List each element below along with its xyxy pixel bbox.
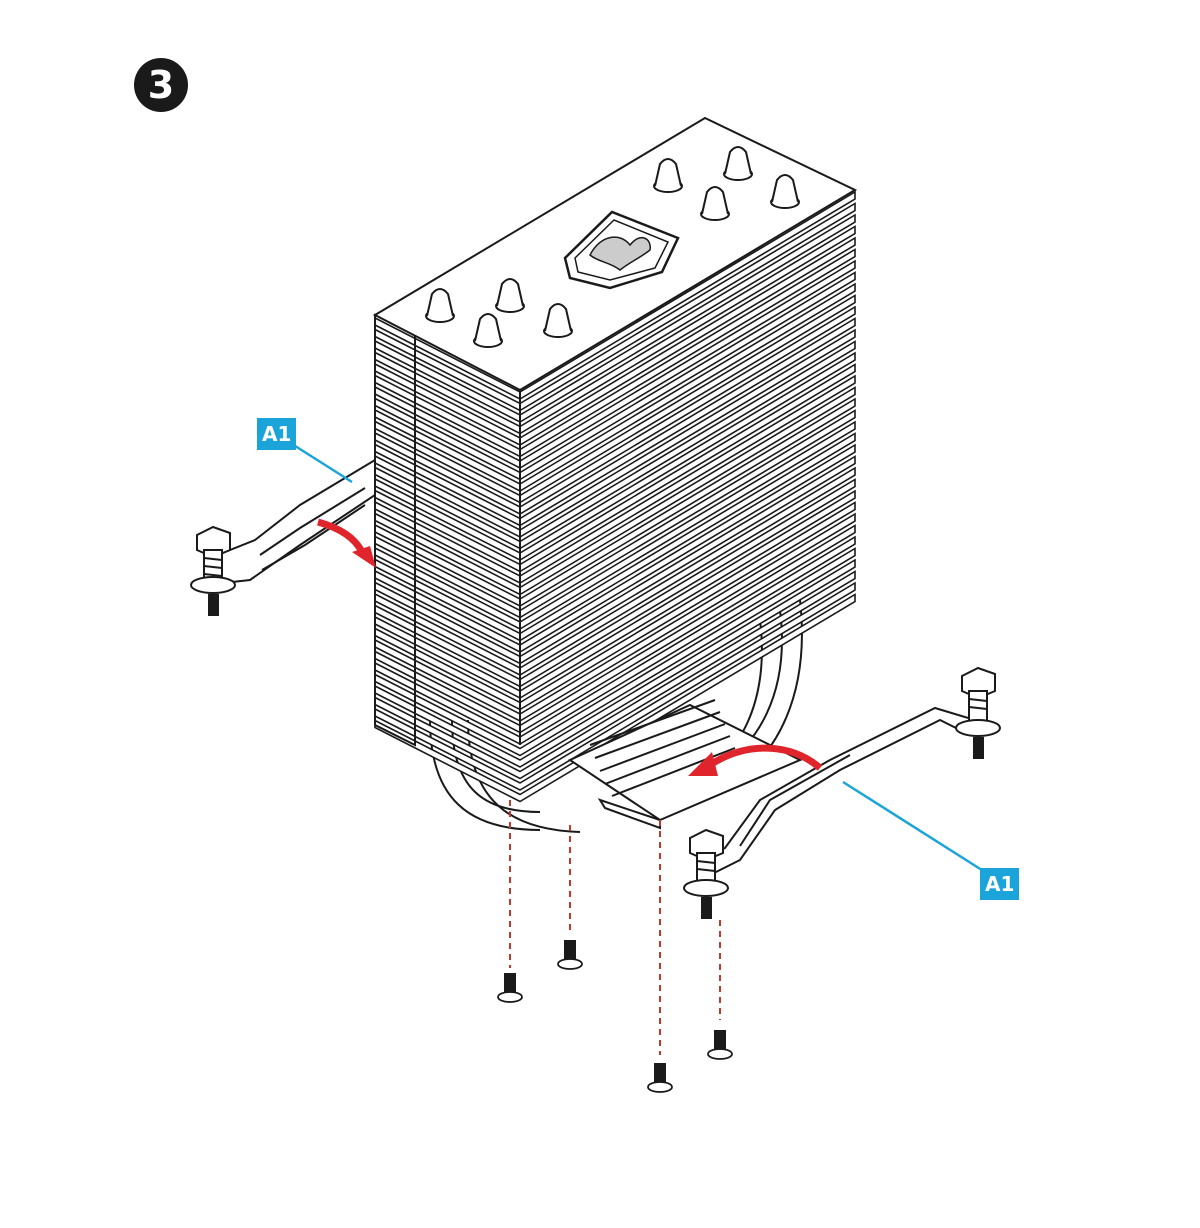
spring-screw-right-back: [955, 666, 1001, 759]
heat-pipe-tip: [700, 186, 730, 221]
screw-icon: [647, 1063, 673, 1093]
rotate-arrow-right: [688, 744, 823, 776]
callout-leaders: [291, 442, 986, 874]
heat-pipe-tip: [723, 146, 753, 181]
heat-pipe-tip: [653, 158, 683, 193]
rotate-arrow-left: [317, 518, 376, 568]
mounting-bracket-left: [204, 458, 376, 587]
step-number-badge: 3: [134, 58, 188, 112]
heat-pipe-tip: [495, 278, 525, 313]
dragon-shield-logo: [563, 210, 680, 290]
heat-pipe-tips: [425, 146, 800, 348]
cooler-base-plate: [567, 699, 803, 830]
screw-icon: [707, 1030, 733, 1060]
screw-icon: [497, 973, 523, 1003]
spring-screw-right-front: [683, 828, 729, 919]
screw-icon: [557, 940, 583, 970]
screw-guide-lines: [509, 800, 721, 1055]
heat-pipe-tip: [543, 303, 573, 338]
callout-label-a1-left: A1: [257, 418, 297, 450]
heat-pipe-tip: [473, 313, 503, 348]
heat-pipe-tip: [770, 174, 800, 209]
spring-screw-left: [190, 525, 236, 616]
callout-label-a1-right: A1: [980, 868, 1020, 900]
heat-pipe-tip: [425, 288, 455, 323]
screws: [497, 940, 733, 1093]
fin-plate: [374, 593, 856, 803]
